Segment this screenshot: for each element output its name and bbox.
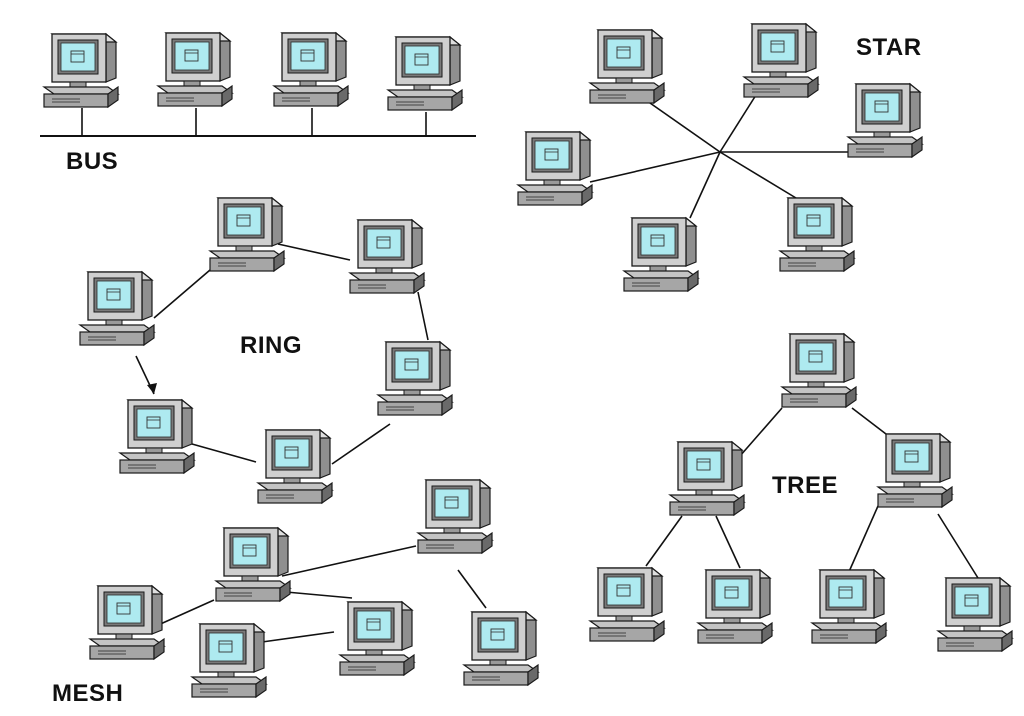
- tree-computer-icon: [811, 569, 887, 644]
- star-computer-icon: [517, 131, 593, 206]
- ring-computer-icon: [377, 341, 453, 416]
- ring-link: [417, 291, 429, 341]
- mesh-link: [261, 631, 335, 643]
- bus-computer-icon: [43, 33, 119, 108]
- bus-computer-icon: [273, 32, 349, 107]
- tree-computer-icon: [877, 433, 953, 508]
- mesh-computer-icon: [191, 623, 267, 698]
- mesh-computer-icon: [463, 611, 539, 686]
- star-computer-icon: [589, 29, 665, 104]
- mesh-link: [281, 545, 417, 577]
- tree-label: TREE: [772, 472, 839, 499]
- tree-link: [847, 505, 879, 575]
- star-computer-icon: [847, 83, 923, 158]
- tree-link: [715, 515, 741, 569]
- ring-label: RING: [240, 332, 302, 359]
- ring-topology: [79, 197, 453, 504]
- star-link: [719, 151, 797, 199]
- ring-link: [277, 243, 351, 261]
- tree-link: [851, 407, 887, 435]
- tree-link: [739, 407, 783, 457]
- mesh-label: MESH: [52, 680, 124, 707]
- ring-link: [153, 269, 211, 319]
- ring-computer-icon: [257, 429, 333, 504]
- mesh-link: [457, 569, 487, 609]
- star-computer-icon: [779, 197, 855, 272]
- mesh-computer-icon: [89, 585, 165, 660]
- star-link: [719, 94, 757, 153]
- tree-computer-icon: [781, 333, 857, 408]
- mesh-computer-icon: [417, 479, 493, 554]
- ring-computer-icon: [119, 399, 195, 474]
- ring-computer-icon: [209, 197, 285, 272]
- star-computer-icon: [623, 217, 699, 292]
- star-computer-icon: [743, 23, 819, 98]
- star-label: STAR: [856, 34, 922, 61]
- mesh-topology: [89, 479, 539, 698]
- ring-computer-icon: [349, 219, 425, 294]
- mesh-computer-icon: [215, 527, 291, 602]
- star-link: [689, 151, 721, 219]
- ring-link: [331, 423, 391, 465]
- bus-computer-icon: [157, 32, 233, 107]
- tree-computer-icon: [697, 569, 773, 644]
- tree-computer-icon: [589, 567, 665, 642]
- ring-link: [191, 443, 257, 463]
- star-topology: [517, 23, 923, 292]
- mesh-computer-icon: [339, 601, 415, 676]
- ring-arrowhead-icon: [147, 383, 157, 394]
- tree-link: [937, 513, 979, 579]
- mesh-link: [155, 599, 215, 627]
- tree-link: [645, 515, 683, 567]
- bus-computer-icon: [387, 36, 463, 111]
- bus-label: BUS: [66, 148, 119, 175]
- star-link: [589, 151, 721, 183]
- tree-topology: [589, 333, 1013, 652]
- mesh-link: [285, 591, 353, 599]
- star-link: [639, 95, 721, 153]
- tree-computer-icon: [937, 577, 1013, 652]
- bus-topology: [40, 32, 476, 137]
- tree-computer-icon: [669, 441, 745, 516]
- ring-computer-icon: [79, 271, 155, 346]
